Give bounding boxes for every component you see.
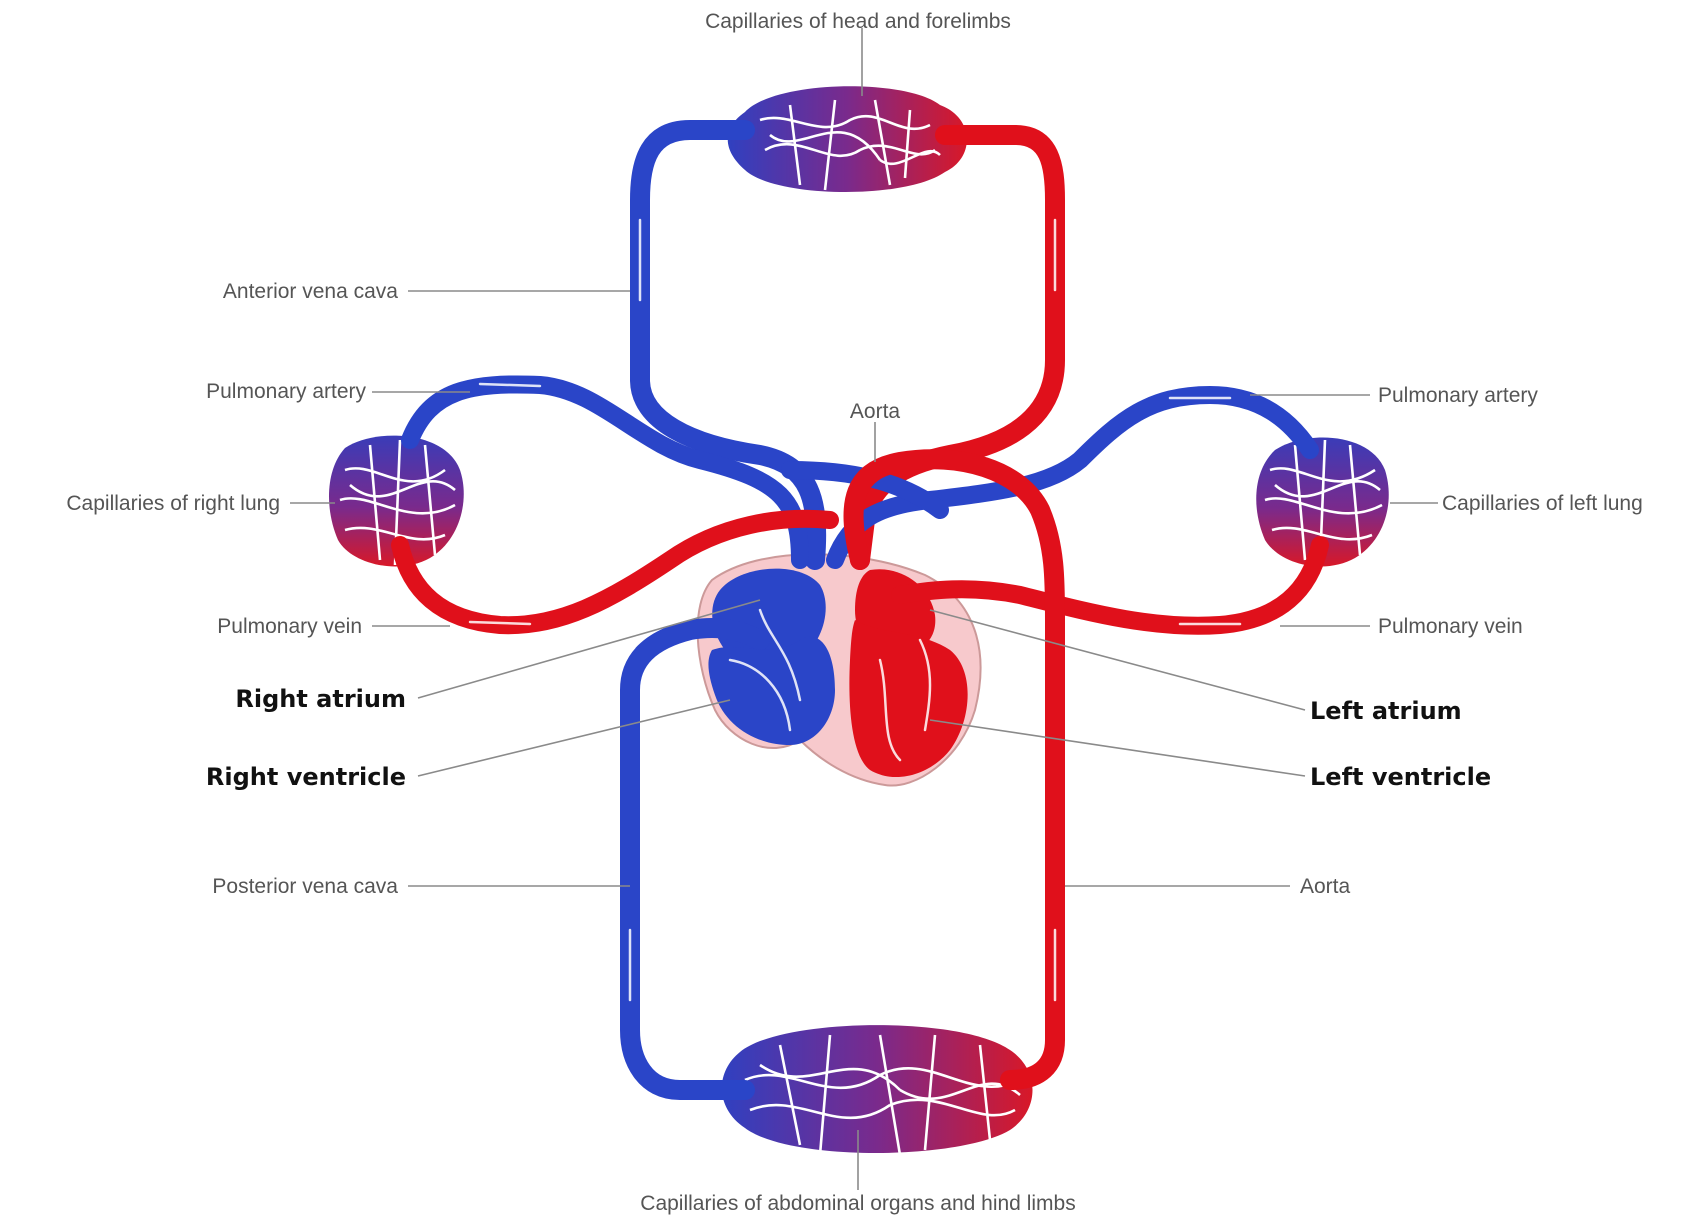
label-pulmonary-artery-left: Pulmonary artery [206, 380, 366, 403]
label-posterior-vena-cava: Posterior vena cava [212, 875, 398, 898]
label-capillaries-right-lung: Capillaries of right lung [66, 492, 280, 515]
label-aorta-top: Aorta [850, 400, 901, 423]
label-pulmonary-artery-right: Pulmonary artery [1378, 384, 1538, 407]
label-right-atrium: Right atrium [235, 685, 406, 713]
right-ventricle-chamber [708, 637, 835, 745]
label-anterior-vena-cava: Anterior vena cava [223, 280, 398, 303]
label-left-ventricle: Left ventricle [1310, 763, 1491, 791]
label-capillaries-head: Capillaries of head and forelimbs [705, 10, 1011, 33]
label-aorta-bottom: Aorta [1300, 875, 1351, 898]
label-capillaries-abdominal: Capillaries of abdominal organs and hind… [640, 1192, 1075, 1215]
label-capillaries-left-lung: Capillaries of left lung [1442, 492, 1643, 515]
label-pulmonary-vein-right: Pulmonary vein [1378, 615, 1523, 638]
label-pulmonary-vein-left: Pulmonary vein [217, 615, 362, 638]
label-right-ventricle: Right ventricle [206, 763, 406, 791]
capillaries-abdominal-bed [722, 1025, 1033, 1155]
label-left-atrium: Left atrium [1310, 697, 1462, 725]
capillaries-head-bed [728, 86, 967, 192]
